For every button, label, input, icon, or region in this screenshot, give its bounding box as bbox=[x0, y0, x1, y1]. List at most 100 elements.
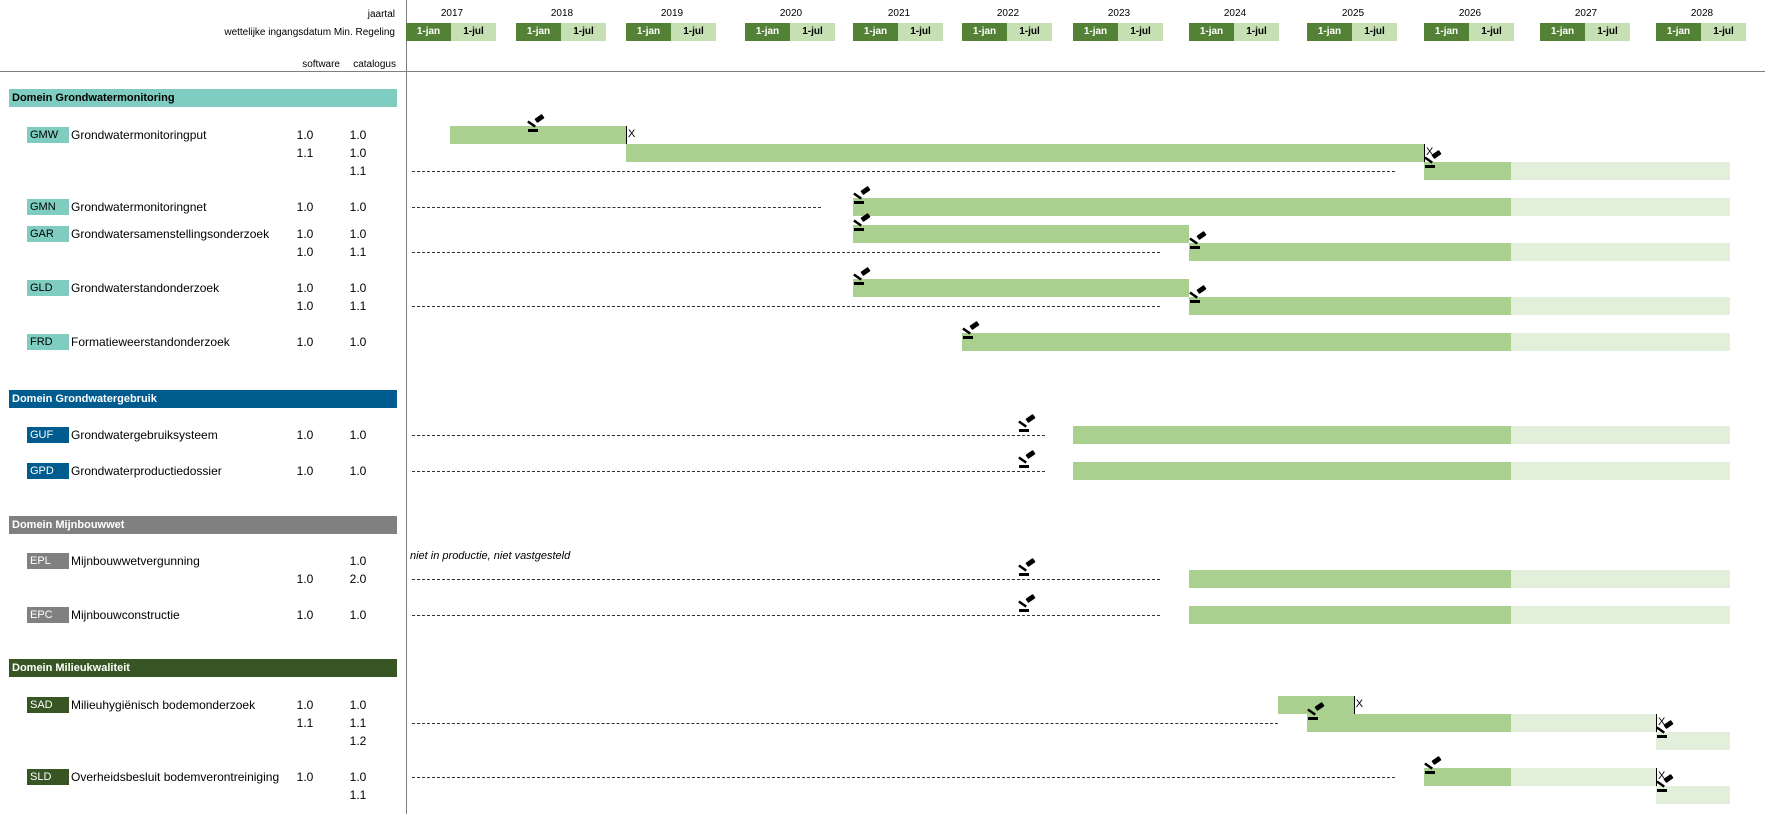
planned-dash-line bbox=[412, 723, 1278, 724]
catalogus-version: 1.0 bbox=[349, 608, 367, 622]
end-tick bbox=[626, 126, 627, 144]
gavel-icon bbox=[1017, 450, 1035, 468]
year-label-2023: 2023 bbox=[1107, 8, 1131, 19]
object-name: Milieuhygiënisch bodemonderzoek bbox=[71, 698, 256, 712]
catalogus-version: 1.0 bbox=[349, 770, 367, 784]
software-version: 1.0 bbox=[296, 608, 314, 622]
gavel-icon bbox=[962, 321, 980, 339]
domain-header: Domein Milieukwaliteit bbox=[9, 659, 397, 677]
gavel-icon bbox=[853, 186, 871, 204]
header-jul-2026: 1-jul bbox=[1469, 23, 1514, 41]
ingangsdatum-label: wettelijke ingangsdatum Min. Regeling bbox=[224, 27, 395, 38]
gavel-icon bbox=[1017, 414, 1035, 432]
software-version: 1.0 bbox=[296, 572, 314, 586]
validity-bar-dark bbox=[1307, 714, 1511, 732]
planned-dash-line bbox=[412, 306, 1160, 307]
validity-bar-dark bbox=[626, 144, 1424, 162]
header-jul-2027: 1-jul bbox=[1585, 23, 1630, 41]
validity-bar-light bbox=[1511, 198, 1730, 216]
header-jul-2018: 1-jul bbox=[561, 23, 606, 41]
validity-bar-dark bbox=[1189, 243, 1511, 261]
software-version: 1.1 bbox=[296, 716, 314, 730]
header-jul-2024: 1-jul bbox=[1234, 23, 1279, 41]
software-version: 1.0 bbox=[296, 200, 314, 214]
year-label-2026: 2026 bbox=[1458, 8, 1482, 19]
year-label-2020: 2020 bbox=[779, 8, 803, 19]
header-jul-2017: 1-jul bbox=[451, 23, 496, 41]
object-name: Mijnbouwconstructie bbox=[71, 608, 180, 622]
catalogus-version: 1.0 bbox=[349, 464, 367, 478]
gavel-icon bbox=[853, 213, 871, 231]
catalogus-column-header: catalogus bbox=[353, 59, 396, 70]
planned-dash-line bbox=[412, 435, 1046, 436]
object-name: Grondwatermonitoringput bbox=[71, 128, 207, 142]
header-divider-line bbox=[0, 71, 1765, 72]
catalogus-version: 1.0 bbox=[349, 554, 367, 568]
object-code-gmw: GMW bbox=[27, 127, 69, 143]
software-version: 1.0 bbox=[296, 281, 314, 295]
object-code-guf: GUF bbox=[27, 427, 69, 443]
catalogus-version: 1.1 bbox=[349, 788, 367, 802]
validity-bar-dark bbox=[450, 126, 626, 144]
end-tick bbox=[1353, 696, 1355, 714]
header-jul-2025: 1-jul bbox=[1352, 23, 1397, 41]
catalogus-version: 1.0 bbox=[349, 428, 367, 442]
header-jan-2018: 1-jan bbox=[516, 23, 561, 41]
catalogus-version: 1.2 bbox=[349, 734, 367, 748]
validity-bar-light bbox=[1511, 462, 1730, 480]
software-version: 1.0 bbox=[296, 245, 314, 259]
validity-bar-dark bbox=[853, 279, 1189, 297]
gavel-icon bbox=[1656, 720, 1674, 738]
gavel-icon bbox=[1424, 756, 1442, 774]
validity-bar-light bbox=[1511, 333, 1730, 351]
validity-bar-dark bbox=[1424, 162, 1511, 180]
year-label-2024: 2024 bbox=[1223, 8, 1247, 19]
end-x-mark: X bbox=[1658, 770, 1666, 782]
validity-bar-light bbox=[1511, 714, 1656, 732]
catalogus-version: 1.0 bbox=[349, 335, 367, 349]
year-label-2022: 2022 bbox=[996, 8, 1020, 19]
validity-bar-light bbox=[1511, 162, 1730, 180]
header-jan-2017: 1-jan bbox=[406, 23, 451, 41]
object-name: Formatieweerstandonderzoek bbox=[71, 335, 230, 349]
catalogus-version: 1.1 bbox=[349, 245, 367, 259]
end-x-mark: X bbox=[1355, 698, 1364, 710]
validity-bar-light bbox=[1511, 243, 1730, 261]
planned-dash-line bbox=[412, 252, 1160, 253]
domain-header: Domein Grondwatergebruik bbox=[9, 390, 397, 408]
header-jan-2019: 1-jan bbox=[626, 23, 671, 41]
object-name: Grondwaterproductiedossier bbox=[71, 464, 222, 478]
object-code-gmn: GMN bbox=[27, 199, 69, 215]
domain-header: Domein Mijnbouwwet bbox=[9, 516, 397, 534]
gavel-icon bbox=[1189, 285, 1207, 303]
object-code-epl: EPL bbox=[27, 553, 69, 569]
object-code-frd: FRD bbox=[27, 334, 69, 350]
header-jul-2023: 1-jul bbox=[1118, 23, 1163, 41]
end-x-mark: X bbox=[1658, 716, 1666, 728]
header-jan-2028: 1-jan bbox=[1656, 23, 1701, 41]
planned-dash-line bbox=[412, 171, 1395, 172]
year-label-2028: 2028 bbox=[1690, 8, 1714, 19]
end-tick bbox=[1656, 768, 1657, 786]
validity-bar-light bbox=[1511, 426, 1730, 444]
gavel-icon bbox=[1017, 558, 1035, 576]
object-code-gpd: GPD bbox=[27, 463, 69, 479]
catalogus-version: 1.1 bbox=[349, 299, 367, 313]
validity-bar-dark bbox=[853, 225, 1189, 243]
label-divider-line bbox=[406, 0, 407, 814]
validity-bar-dark bbox=[1189, 570, 1511, 588]
header-jul-2020: 1-jul bbox=[790, 23, 835, 41]
gavel-icon bbox=[1307, 702, 1325, 720]
row-note: niet in productie, niet vastgesteld bbox=[410, 550, 571, 562]
header-jan-2023: 1-jan bbox=[1073, 23, 1118, 41]
header-jan-2022: 1-jan bbox=[962, 23, 1007, 41]
year-label-2018: 2018 bbox=[550, 8, 574, 19]
validity-bar-dark bbox=[1277, 696, 1354, 714]
year-label-2019: 2019 bbox=[660, 8, 684, 19]
header-jan-2027: 1-jan bbox=[1540, 23, 1585, 41]
validity-bar-light bbox=[1656, 786, 1730, 804]
software-version: 1.1 bbox=[296, 146, 314, 160]
header-jan-2024: 1-jan bbox=[1189, 23, 1234, 41]
validity-bar-light bbox=[1511, 768, 1656, 786]
